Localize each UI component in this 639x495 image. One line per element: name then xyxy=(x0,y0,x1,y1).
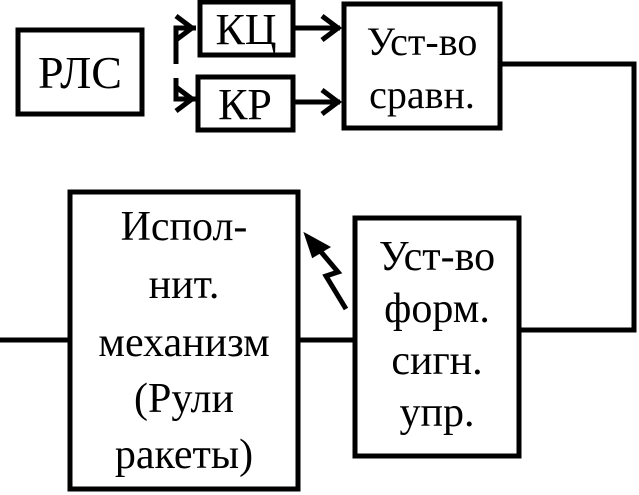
block-kr-label: КР xyxy=(218,80,272,129)
block-actuator-line-1: Испол- xyxy=(121,204,248,250)
block-actuator-line-3: механизм xyxy=(98,320,269,366)
block-actuator-line-4: (Рули xyxy=(134,376,234,422)
arrow-head-comparator-top xyxy=(320,14,343,42)
block-comparator-line-1: Уст-во xyxy=(367,19,478,64)
block-kc: КЦ xyxy=(197,0,296,58)
block-rls-label: РЛС xyxy=(38,47,122,98)
block-kc-label: КЦ xyxy=(215,5,276,54)
arrow-head-kr xyxy=(174,85,197,113)
block-actuator-line-2: нит. xyxy=(149,262,220,308)
block-actuator-line-5: ракеты) xyxy=(115,432,253,478)
wire-comparator-to-former xyxy=(501,61,637,333)
block-former-line-4: упр. xyxy=(400,390,475,436)
arrow-head-comparator-bottom xyxy=(320,88,343,116)
block-actuator: Испол- нит. механизм (Рули ракеты) xyxy=(67,189,301,492)
block-former-line-2: форм. xyxy=(384,286,490,332)
block-former-line-1: Уст-во xyxy=(379,234,495,280)
block-comparator: Уст-во сравн. xyxy=(341,1,503,131)
block-former-line-3: сигн. xyxy=(391,338,482,384)
connections xyxy=(0,14,637,343)
block-control-former: Уст-во форм. сигн. упр. xyxy=(352,215,522,459)
lightning-arrow-icon xyxy=(303,231,349,311)
block-kr: КР xyxy=(195,74,296,133)
arrow-head-kc xyxy=(174,14,197,42)
block-rls: РЛС xyxy=(15,27,145,117)
block-comparator-line-2: сравн. xyxy=(369,72,475,117)
